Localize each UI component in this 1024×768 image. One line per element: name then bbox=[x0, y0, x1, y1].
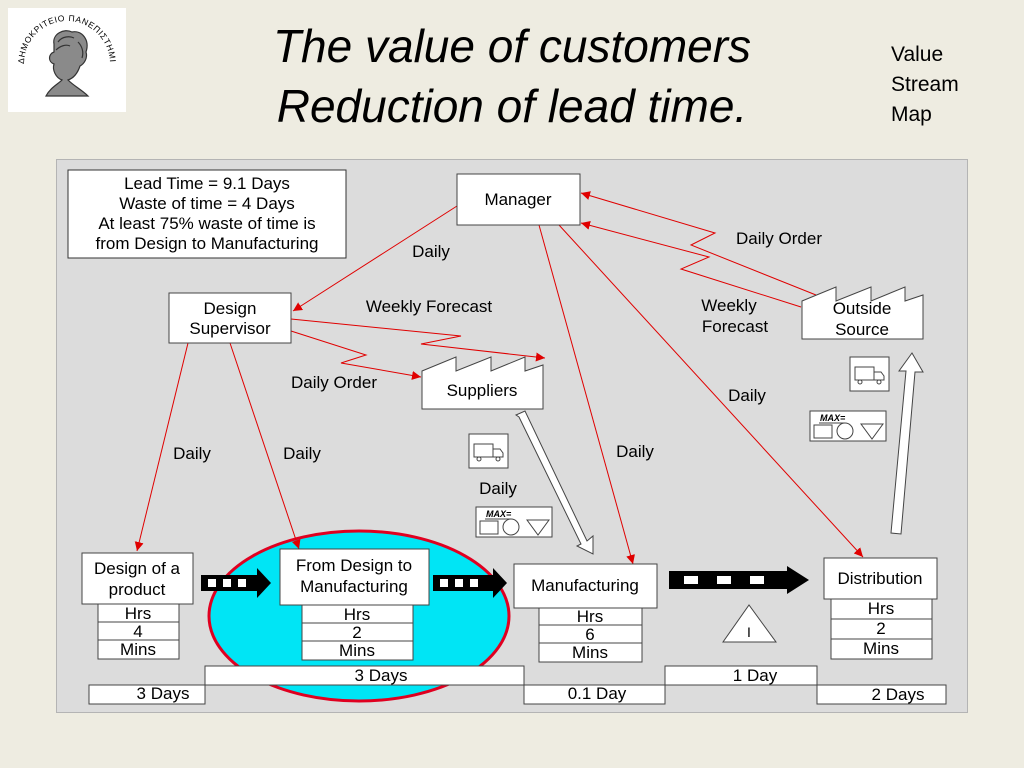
manager-node: Manager bbox=[456, 173, 581, 226]
inventory-symbol: I bbox=[747, 624, 751, 640]
inventory-triangle-icon: I bbox=[722, 604, 777, 643]
process-label-1: Distribution bbox=[837, 569, 922, 588]
data-box-row: 2 bbox=[352, 623, 361, 642]
shipment-arrow-suppliers-to-manufacturing bbox=[514, 410, 594, 555]
label-weekly-forecast-outside-1: Weekly bbox=[701, 296, 757, 315]
timeline-lower-1: 3 Days bbox=[137, 684, 190, 703]
label-weekly-forecast-suppliers: Weekly Forecast bbox=[366, 297, 493, 316]
timeline-lower-3: 2 Days bbox=[872, 685, 925, 704]
value-stream-map: Lead Time = 9.1 Days Waste of time = 4 D… bbox=[56, 159, 968, 713]
side-label-line-1: Value bbox=[891, 43, 944, 66]
push-arrow bbox=[669, 566, 809, 594]
data-box: Hrs 2 Mins bbox=[301, 604, 414, 661]
process-manufacturing: Manufacturing bbox=[513, 563, 658, 609]
max-inventory-symbol: MAX= bbox=[475, 506, 553, 538]
data-box: Hrs 4 Mins bbox=[97, 603, 180, 660]
process-label-2: product bbox=[109, 580, 166, 599]
data-box-row: Mins bbox=[572, 643, 608, 662]
push-arrow bbox=[201, 568, 271, 598]
design-supervisor-node: Design Supervisor bbox=[168, 292, 292, 344]
outside-source-label-2: Source bbox=[835, 320, 889, 339]
arrow-supervisor-to-design-manufacturing bbox=[229, 342, 301, 550]
data-box-row: Hrs bbox=[577, 607, 603, 626]
shipment-arrow-distribution-to-outside bbox=[890, 352, 924, 535]
title-line-2: Reduction of lead time. bbox=[276, 80, 748, 132]
process-label-1: Design of a bbox=[94, 559, 181, 578]
process-distribution: Distribution bbox=[823, 557, 938, 600]
max-label: MAX= bbox=[820, 413, 846, 423]
label-daily-manager-supervisor: Daily bbox=[412, 242, 450, 261]
data-box-row: Mins bbox=[339, 641, 375, 660]
summary-line-3: At least 75% waste of time is bbox=[98, 214, 315, 233]
slide-title: The value of customers Reduction of lead… bbox=[0, 16, 1024, 136]
truck-icon bbox=[468, 433, 509, 469]
arrow-outside-to-manager-1 bbox=[580, 191, 817, 296]
process-design-product: Design of a product bbox=[81, 552, 194, 605]
data-box-row: Hrs bbox=[125, 604, 151, 623]
data-box-row: Mins bbox=[120, 640, 156, 659]
arrow-supervisor-to-suppliers-daily bbox=[290, 330, 422, 380]
manager-label: Manager bbox=[484, 190, 551, 209]
design-supervisor-label-2: Supervisor bbox=[189, 319, 271, 338]
timeline-upper-2: 1 Day bbox=[733, 666, 778, 685]
data-box-row: 6 bbox=[585, 625, 594, 644]
outside-source-label-1: Outside bbox=[833, 299, 892, 318]
label-weekly-forecast-outside-2: Forecast bbox=[702, 317, 768, 336]
summary-line-4: from Design to Manufacturing bbox=[96, 234, 319, 253]
data-box-row: Hrs bbox=[344, 605, 370, 624]
timeline: 3 Days 0.1 Day 2 Days 3 Days 1 Day bbox=[88, 665, 947, 705]
side-label-line-2: Stream bbox=[891, 73, 959, 96]
process-label-2: Manufacturing bbox=[300, 577, 408, 596]
data-box: Hrs 2 Mins bbox=[830, 598, 933, 660]
arrow-supervisor-to-suppliers-weekly bbox=[290, 318, 546, 362]
timeline-lower-2: 0.1 Day bbox=[568, 684, 627, 703]
lead-time-summary-box: Lead Time = 9.1 Days Waste of time = 4 D… bbox=[67, 169, 347, 259]
title-line-1: The value of customers bbox=[272, 20, 752, 72]
max-inventory-symbol: MAX= bbox=[809, 410, 887, 442]
label-daily-order-outside: Daily Order bbox=[736, 229, 822, 248]
side-label: Value Stream Map bbox=[891, 40, 959, 130]
arrow-manager-to-distribution bbox=[558, 224, 864, 558]
suppliers-label: Suppliers bbox=[447, 381, 518, 400]
process-label-1: From Design to bbox=[296, 556, 412, 575]
university-logo: ΔΗΜΟΚΡΙΤΕΙΟ ΠΑΝΕΠΙΣΤΗΜΙΟ ΘΡΑΚΗΣ bbox=[4, 0, 126, 112]
data-box-row: 4 bbox=[133, 622, 142, 641]
label-daily-manufacturing: Daily bbox=[616, 442, 654, 461]
arrow-outside-to-manager-2 bbox=[580, 220, 802, 308]
information-flow-arrows bbox=[134, 191, 864, 565]
suppliers-factory-node: Suppliers bbox=[421, 356, 544, 410]
label-daily-truck: Daily bbox=[479, 479, 517, 498]
push-arrow bbox=[433, 568, 507, 598]
design-supervisor-label-1: Design bbox=[204, 299, 257, 318]
label-daily-order-suppliers: Daily Order bbox=[291, 373, 377, 392]
label-daily-design-manufacturing: Daily bbox=[283, 444, 321, 463]
data-box-row: Mins bbox=[863, 639, 899, 658]
timeline-upper-1: 3 Days bbox=[355, 666, 408, 685]
process-design-to-manufacturing: From Design to Manufacturing bbox=[279, 548, 430, 606]
summary-line-2: Waste of time = 4 Days bbox=[119, 194, 295, 213]
data-box-row: Hrs bbox=[868, 599, 894, 618]
arrow-manager-to-manufacturing bbox=[538, 224, 635, 565]
data-box-row: 2 bbox=[876, 619, 885, 638]
truck-icon bbox=[849, 356, 890, 392]
process-label-1: Manufacturing bbox=[531, 576, 639, 595]
summary-line-1: Lead Time = 9.1 Days bbox=[124, 174, 290, 193]
data-box: Hrs 6 Mins bbox=[538, 607, 643, 663]
outside-source-factory-node: Outside Source bbox=[801, 286, 924, 340]
side-label-line-3: Map bbox=[891, 103, 932, 126]
label-daily-distribution: Daily bbox=[728, 386, 766, 405]
arrow-supervisor-to-design-product bbox=[134, 342, 189, 552]
arrow-manager-to-supervisor bbox=[292, 205, 458, 312]
max-label: MAX= bbox=[486, 509, 512, 519]
label-daily-design-product: Daily bbox=[173, 444, 211, 463]
